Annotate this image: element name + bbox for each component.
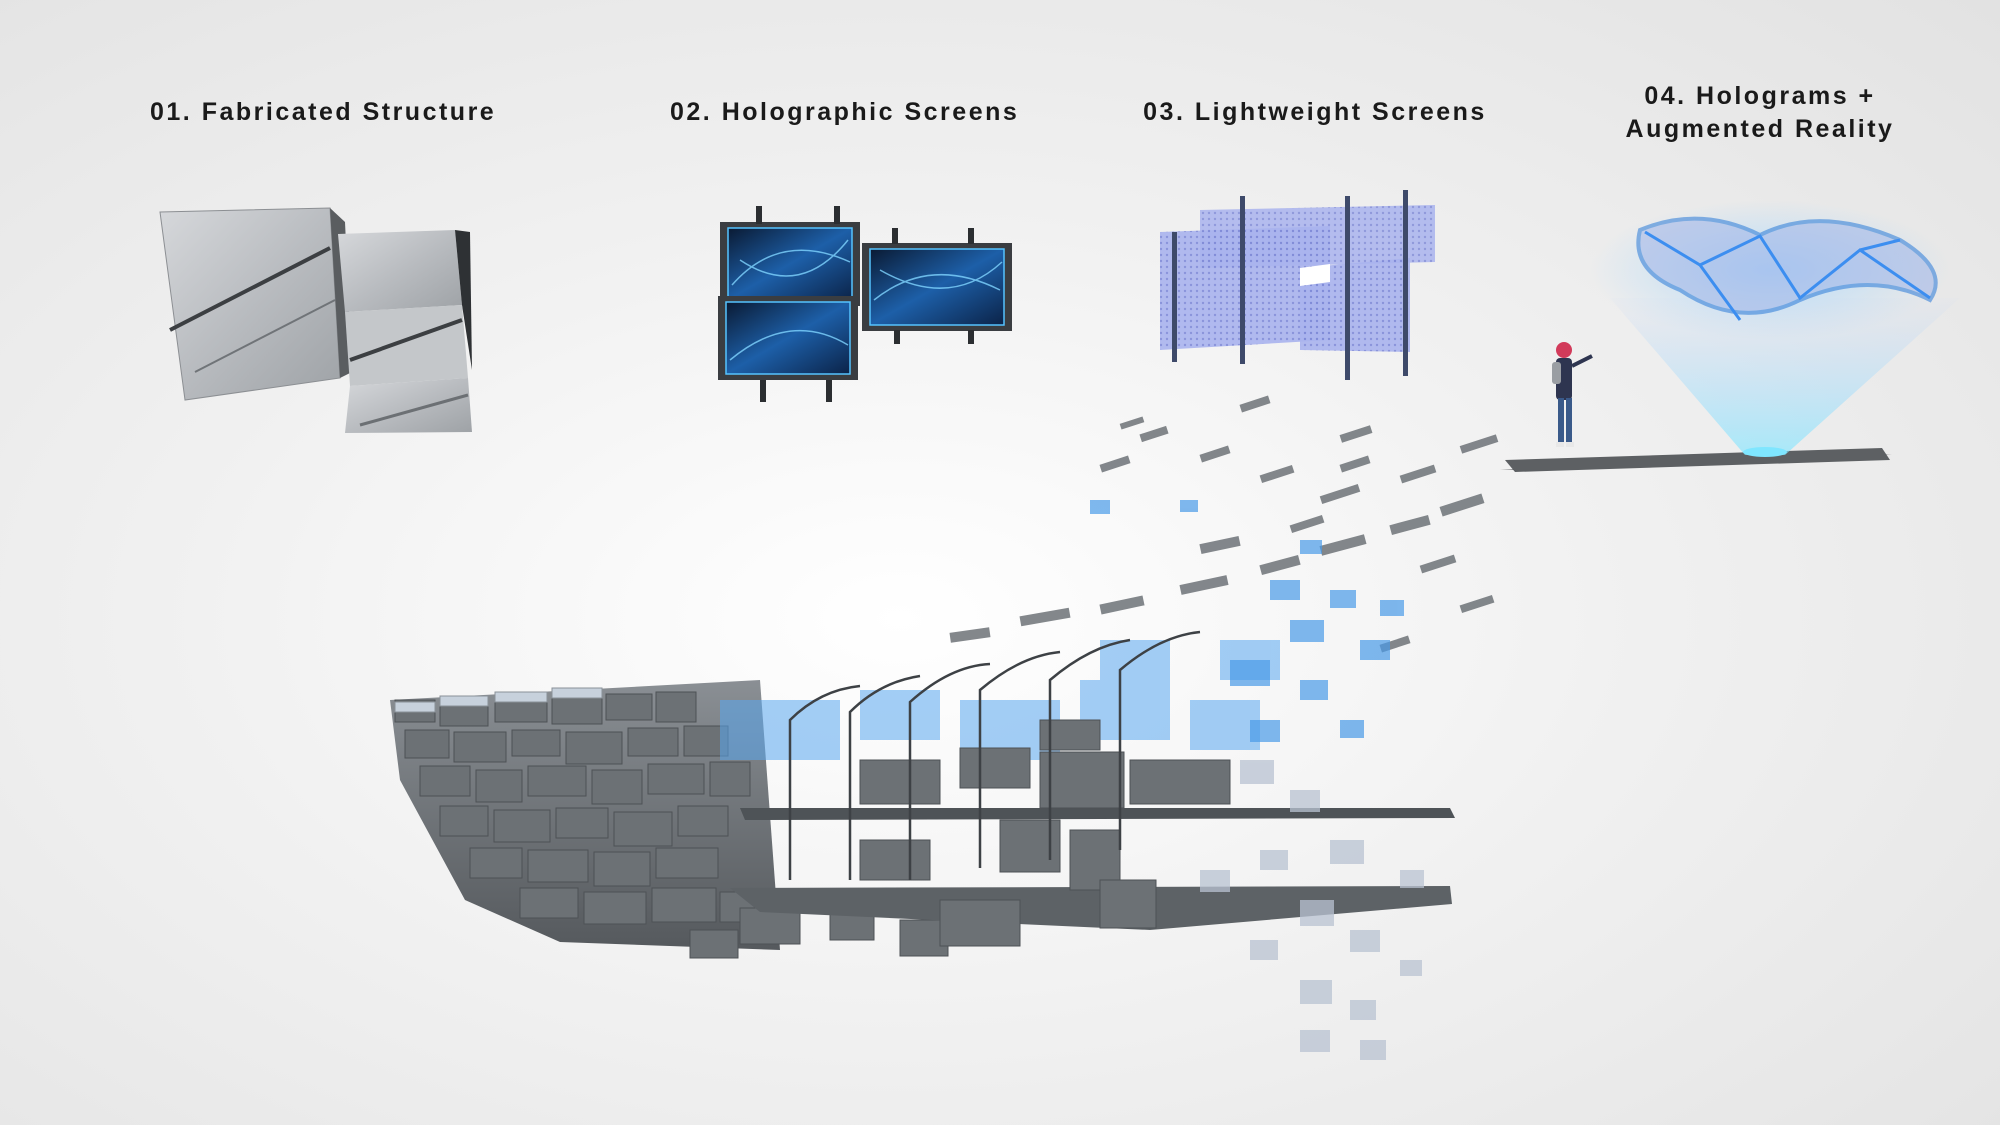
- fabricated-structure-model: [159, 207, 472, 433]
- person-figure: [1552, 342, 1593, 447]
- label-fabricated-structure: 01. Fabricated Structure: [150, 96, 497, 129]
- holograms-ar-model: [1500, 200, 1960, 472]
- label-line: 02. Holographic Screens: [670, 98, 1020, 126]
- label-holograms-ar: 04. Holograms + Augmented Reality: [1600, 80, 1920, 146]
- label-holographic-screens: 02. Holographic Screens: [670, 96, 1020, 129]
- label-line: Augmented Reality: [1625, 115, 1895, 143]
- main-structure-model: [390, 395, 1499, 1060]
- holographic-screens-model: [718, 206, 1012, 402]
- label-line: 04. Holograms +: [1644, 82, 1876, 110]
- label-lightweight-screens: 03. Lightweight Screens: [1130, 96, 1500, 129]
- label-line: 01. Fabricated Structure: [150, 98, 497, 126]
- label-line: 03. Lightweight Screens: [1143, 98, 1487, 126]
- lightweight-screens-model: [1160, 190, 1435, 380]
